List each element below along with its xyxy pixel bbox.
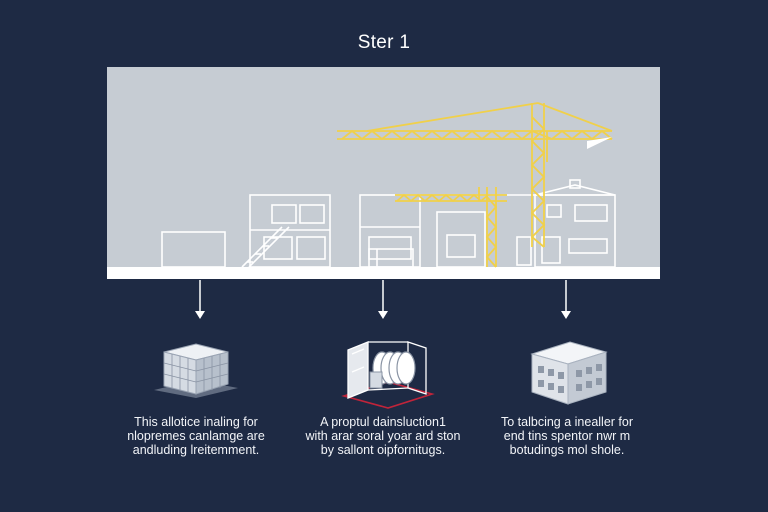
construction-scene-panel: [107, 67, 660, 279]
page-title: Ster 1: [0, 32, 768, 54]
down-arrow-icon: [192, 280, 208, 322]
down-arrow-icon: [375, 280, 391, 322]
ground-strip: [107, 267, 660, 279]
construction-scene: [107, 67, 660, 279]
step-3-caption: To talbcing a inealler for end tins spen…: [467, 415, 667, 457]
step-2-caption: A proptul dainsluction1 with arar soral …: [283, 415, 483, 457]
steel-frame-coil-icon: [338, 332, 438, 412]
modular-building-icon: [526, 336, 612, 408]
building-outline-icon: [162, 180, 615, 267]
down-arrow-icon: [558, 280, 574, 322]
modular-block-icon: [150, 338, 242, 400]
step-1-caption: This allotice inaling for nlopremes canl…: [96, 415, 296, 457]
